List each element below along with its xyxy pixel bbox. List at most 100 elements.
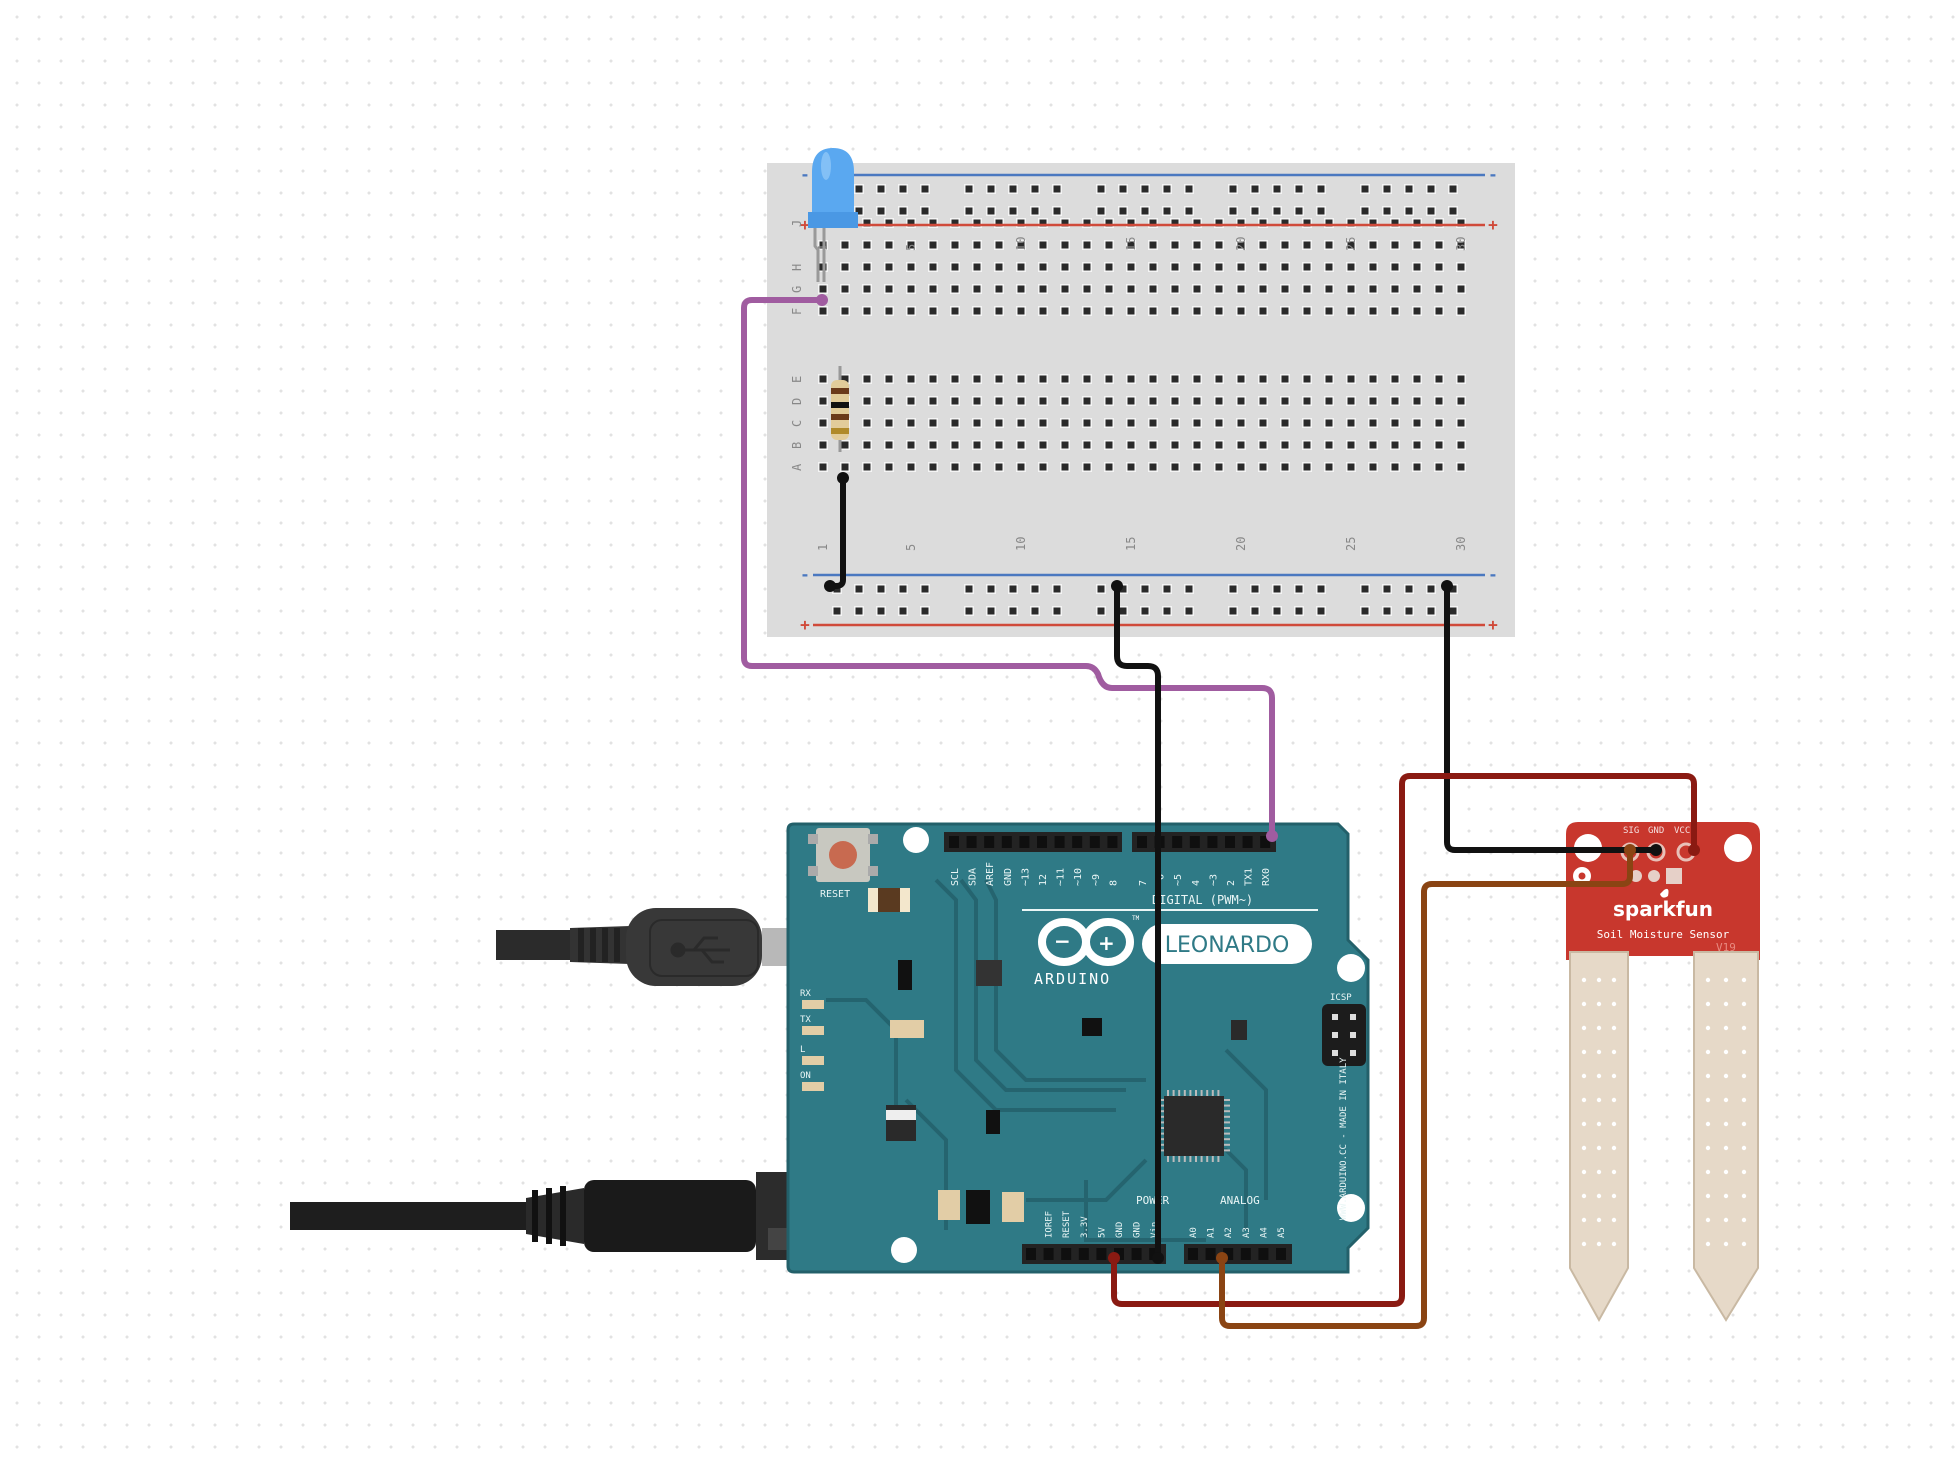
breadboard-hole[interactable] (1126, 262, 1136, 272)
blue-led[interactable] (808, 148, 858, 282)
breadboard-hole[interactable] (1038, 462, 1048, 472)
rail-hole[interactable] (1140, 206, 1150, 216)
breadboard-hole[interactable] (1214, 306, 1224, 316)
rail-hole[interactable] (1228, 206, 1238, 216)
breadboard-hole[interactable] (1214, 418, 1224, 428)
breadboard-hole[interactable] (884, 462, 894, 472)
rail-hole[interactable] (1294, 606, 1304, 616)
rail-hole[interactable] (1008, 184, 1018, 194)
breadboard-hole[interactable] (1126, 418, 1136, 428)
breadboard-hole[interactable] (1346, 240, 1356, 250)
rail-hole[interactable] (1096, 206, 1106, 216)
breadboard-hole[interactable] (1390, 462, 1400, 472)
breadboard-hole[interactable] (906, 262, 916, 272)
rail-hole[interactable] (1426, 584, 1436, 594)
breadboard-hole[interactable] (928, 262, 938, 272)
header-pin[interactable] (1172, 836, 1183, 848)
breadboard-hole[interactable] (1456, 418, 1466, 428)
breadboard-hole[interactable] (1236, 262, 1246, 272)
header-pin[interactable] (966, 836, 977, 848)
breadboard-hole[interactable] (1236, 374, 1246, 384)
rail-hole[interactable] (1140, 584, 1150, 594)
rail-hole[interactable] (1404, 206, 1414, 216)
rail-hole[interactable] (1272, 584, 1282, 594)
breadboard-hole[interactable] (1324, 306, 1334, 316)
breadboard-hole[interactable] (1258, 218, 1268, 228)
breadboard-hole[interactable] (1390, 262, 1400, 272)
rail-hole[interactable] (1030, 584, 1040, 594)
breadboard-hole[interactable] (1060, 440, 1070, 450)
breadboard-hole[interactable] (884, 218, 894, 228)
breadboard-hole[interactable] (1060, 284, 1070, 294)
rail-hole[interactable] (1162, 184, 1172, 194)
breadboard-hole[interactable] (1060, 374, 1070, 384)
breadboard-hole[interactable] (840, 306, 850, 316)
rail-hole[interactable] (1118, 206, 1128, 216)
rail-hole[interactable] (964, 184, 974, 194)
breadboard-hole[interactable] (928, 374, 938, 384)
breadboard-hole[interactable] (1170, 440, 1180, 450)
breadboard-hole[interactable] (818, 396, 828, 406)
header-pin[interactable] (949, 836, 959, 848)
breadboard-hole[interactable] (1148, 306, 1158, 316)
breadboard-hole[interactable] (1192, 418, 1202, 428)
breadboard-hole[interactable] (972, 418, 982, 428)
breadboard-hole[interactable] (1258, 396, 1268, 406)
rail-hole[interactable] (1052, 206, 1062, 216)
rail-hole[interactable] (964, 206, 974, 216)
breadboard-hole[interactable] (950, 396, 960, 406)
breadboard-hole[interactable] (1192, 262, 1202, 272)
header-pin[interactable] (1207, 836, 1218, 848)
breadboard-hole[interactable] (994, 306, 1004, 316)
rail-hole[interactable] (1404, 184, 1414, 194)
breadboard-hole[interactable] (840, 440, 850, 450)
breadboard-hole[interactable] (840, 240, 850, 250)
breadboard-hole[interactable] (1258, 374, 1268, 384)
breadboard-hole[interactable] (1280, 306, 1290, 316)
breadboard-hole[interactable] (1104, 262, 1114, 272)
breadboard-hole[interactable] (1082, 284, 1092, 294)
rail-hole[interactable] (1426, 606, 1436, 616)
breadboard-hole[interactable] (1368, 440, 1378, 450)
header-pin[interactable] (1240, 1248, 1251, 1260)
breadboard-hole[interactable] (1170, 396, 1180, 406)
breadboard-hole[interactable] (950, 374, 960, 384)
breadboard-hole[interactable] (1302, 284, 1312, 294)
breadboard-hole[interactable] (840, 262, 850, 272)
header-pin[interactable] (1037, 836, 1047, 848)
breadboard[interactable]: --++--++ 151015202530151015202530JHGFEDC… (767, 163, 1515, 637)
breadboard-hole[interactable] (1038, 418, 1048, 428)
rail-hole[interactable] (854, 584, 864, 594)
breadboard-hole[interactable] (906, 418, 916, 428)
rail-hole[interactable] (1426, 206, 1436, 216)
breadboard-hole[interactable] (1236, 418, 1246, 428)
header-pin[interactable] (1019, 836, 1030, 848)
breadboard-hole[interactable] (1456, 440, 1466, 450)
breadboard-hole[interactable] (862, 218, 872, 228)
breadboard-hole[interactable] (1214, 440, 1224, 450)
breadboard-hole[interactable] (818, 418, 828, 428)
header-pin[interactable] (1137, 836, 1147, 848)
header-pin[interactable] (1189, 836, 1200, 848)
rail-hole[interactable] (1250, 206, 1260, 216)
header-pin[interactable] (1043, 1248, 1054, 1260)
header-pin[interactable] (1096, 1248, 1107, 1260)
breadboard-hole[interactable] (1412, 306, 1422, 316)
breadboard-hole[interactable] (1214, 396, 1224, 406)
breadboard-hole[interactable] (1082, 262, 1092, 272)
rail-hole[interactable] (1272, 184, 1282, 194)
header-pin[interactable] (1225, 836, 1235, 848)
breadboard-hole[interactable] (1346, 306, 1356, 316)
breadboard-hole[interactable] (1104, 240, 1114, 250)
breadboard-hole[interactable] (1434, 440, 1444, 450)
breadboard-hole[interactable] (1346, 374, 1356, 384)
rail-hole[interactable] (1052, 184, 1062, 194)
breadboard-hole[interactable] (862, 396, 872, 406)
header-pin[interactable] (1242, 836, 1253, 848)
breadboard-hole[interactable] (1170, 306, 1180, 316)
breadboard-hole[interactable] (1170, 218, 1180, 228)
rail-hole[interactable] (1162, 606, 1172, 616)
breadboard-hole[interactable] (1368, 218, 1378, 228)
breadboard-hole[interactable] (906, 218, 916, 228)
breadboard-hole[interactable] (1368, 418, 1378, 428)
